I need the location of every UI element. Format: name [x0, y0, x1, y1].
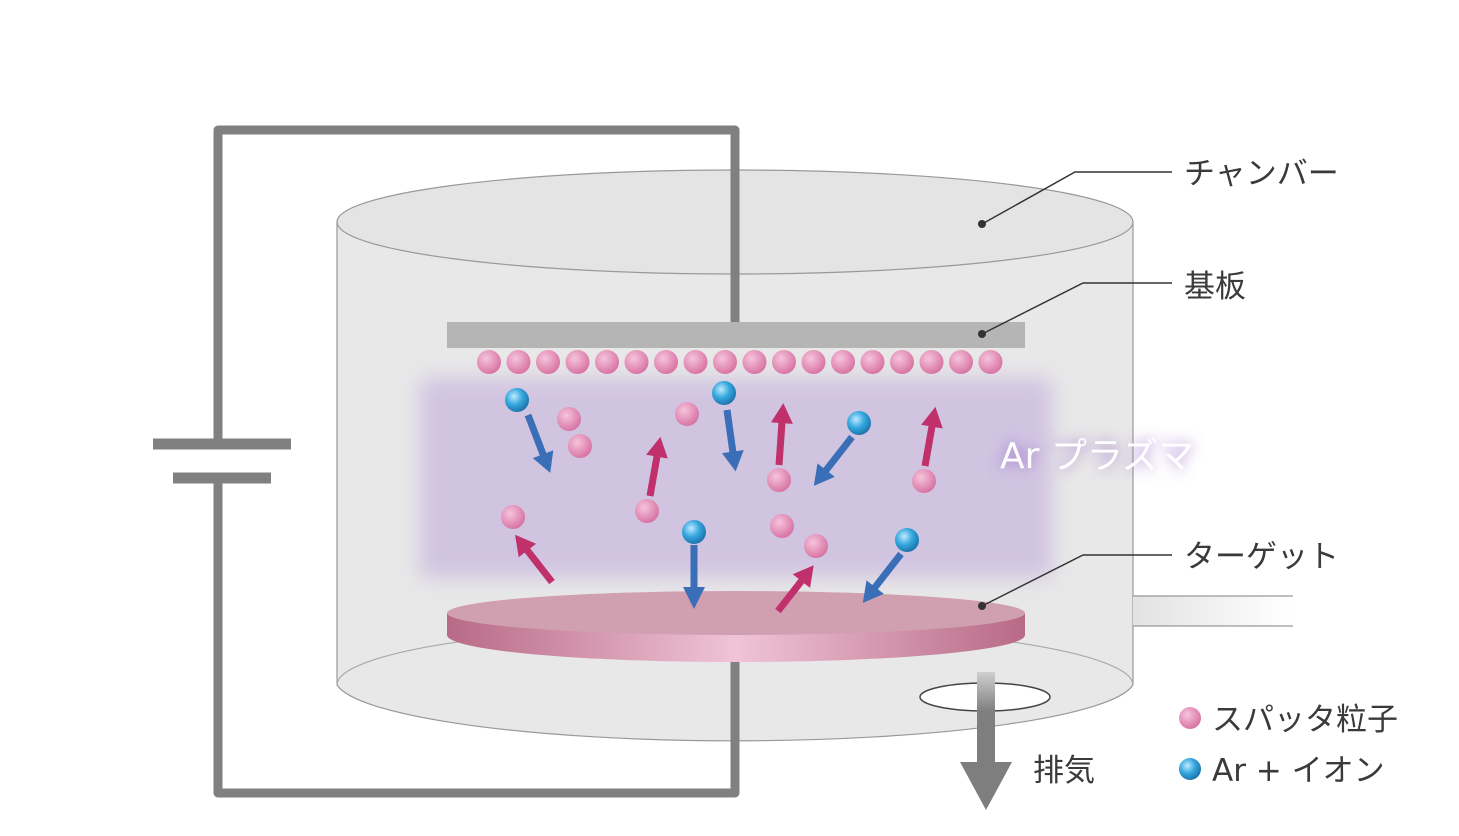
leader-lines	[981, 171, 1172, 607]
power-circuit	[213, 125, 740, 798]
substrate-leader	[981, 282, 1172, 335]
sputter-particle	[501, 505, 525, 529]
deposited-particle	[713, 350, 737, 374]
deposited-particle	[831, 350, 855, 374]
deposited-particle	[477, 350, 501, 374]
substrate-label: 基板	[1184, 269, 1246, 305]
legend: スパッタ粒子 Ar + イオン	[1179, 702, 1398, 789]
substrate	[447, 322, 1025, 348]
leader-dots	[978, 220, 986, 610]
deposited-particle	[565, 350, 590, 374]
ar-ions	[505, 381, 919, 552]
target-label: ターゲット	[1184, 539, 1339, 575]
deposited-particle	[801, 350, 826, 374]
ion-arrows	[524, 409, 904, 609]
chamber-label: チャンバー	[1184, 156, 1339, 192]
deposited-particle	[978, 350, 1003, 374]
plasma-label-glow: Ar プラズマ	[1000, 436, 1194, 477]
deposited-particle	[683, 350, 708, 374]
deposited-particle	[624, 350, 649, 374]
ar-ion	[682, 520, 706, 544]
sputter-particle	[557, 407, 581, 431]
sputter-particle	[804, 534, 828, 558]
legend-sputter-particle-swatch	[1179, 707, 1201, 729]
exhaust-port	[919, 672, 1051, 762]
deposited-particle	[742, 350, 767, 374]
sputter-particle	[568, 434, 592, 458]
exhaust-label: 排気	[1033, 753, 1095, 789]
sputter-particle	[770, 514, 794, 538]
exhaust-arrow	[960, 762, 1012, 810]
legend-sputter-particle-label: スパッタ粒子	[1212, 702, 1398, 738]
deposited-particle	[890, 350, 914, 374]
chamber-leader	[981, 171, 1172, 225]
plasma-label: Ar プラズマ	[1000, 436, 1194, 477]
deposited-particle	[949, 350, 973, 374]
deposited-film	[477, 350, 1003, 374]
ar-ion	[505, 388, 529, 412]
battery-symbol	[153, 438, 291, 484]
sputter-particle	[767, 468, 791, 492]
target	[447, 591, 1025, 662]
deposited-particle	[506, 350, 531, 374]
ar-ion	[847, 411, 871, 435]
deposited-particle	[536, 350, 560, 374]
sputter-particle	[675, 402, 699, 426]
ar-ion	[712, 381, 736, 405]
sputter-particle	[635, 499, 659, 523]
plasma-label-group: Ar プラズマ Ar プラズマ	[1000, 436, 1194, 477]
deposited-particle	[654, 350, 678, 374]
legend-ar-ion-label: Ar + イオン	[1212, 753, 1385, 789]
deposited-particle	[860, 350, 885, 374]
sputter-arrows	[515, 403, 943, 614]
target-leader	[981, 554, 1172, 607]
ar-ion	[895, 528, 919, 552]
deposited-particle	[595, 350, 619, 374]
sputter-particles	[501, 402, 936, 558]
side-port	[1133, 595, 1293, 627]
legend-ar-ion-swatch	[1179, 758, 1201, 780]
sputter-particle	[912, 469, 936, 493]
deposited-particle	[772, 350, 796, 374]
deposited-particle	[919, 350, 944, 374]
